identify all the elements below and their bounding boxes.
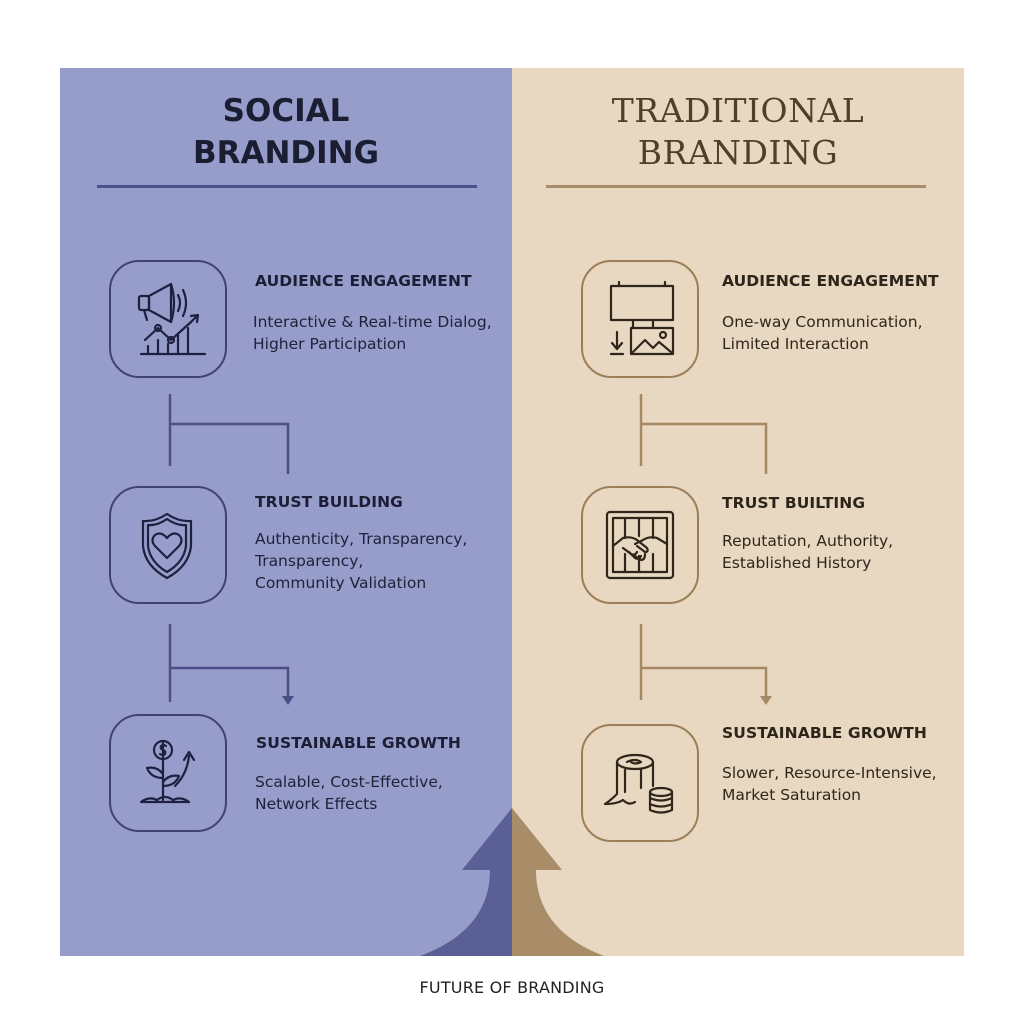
traditional-engagement-heading: AUDIENCE ENGAGEMENT: [722, 272, 939, 290]
traditional-branding-title: TRADITIONAL BRANDING: [512, 90, 964, 174]
traditional-trust-description: Reputation, Authority, Established Histo…: [722, 530, 893, 574]
social-title-divider: [97, 185, 477, 188]
social-engagement-heading: AUDIENCE ENGAGEMENT: [255, 272, 472, 290]
social-engagement-line1: Interactive & Real-time Dialog,: [253, 313, 492, 331]
billboard-icon: [609, 280, 675, 356]
tree-stump-coins-icon: [603, 753, 674, 814]
social-growth-line1: Scalable, Cost-Effective,: [255, 773, 443, 791]
megaphone-chart-icon: [137, 282, 207, 356]
social-engagement-description: Interactive & Real-time Dialog, Higher P…: [253, 311, 492, 355]
traditional-title-divider: [546, 185, 926, 188]
shield-heart-icon: [141, 512, 193, 580]
traditional-growth-line1: Slower, Resource-Intensive,: [722, 764, 937, 782]
traditional-trust-line2: Established History: [722, 554, 872, 572]
traditional-title-line1: TRADITIONAL: [611, 91, 865, 130]
traditional-engagement-line1: One-way Communication,: [722, 313, 923, 331]
traditional-growth-line2: Market Saturation: [722, 786, 862, 804]
traditional-growth-description: Slower, Resource-Intensive, Market Satur…: [722, 762, 937, 806]
traditional-trust-heading: TRUST BUILTING: [722, 494, 866, 512]
footer-caption: FUTURE OF BRANDING: [419, 978, 605, 997]
social-engagement-line2: Higher Participation: [253, 335, 407, 353]
traditional-trust-line1: Reputation, Authority,: [722, 532, 894, 550]
traditional-engagement-icon-box: [581, 260, 699, 378]
social-growth-icon-box: [109, 714, 227, 832]
social-engagement-icon-box: [109, 260, 227, 378]
traditional-trust-icon-box: [581, 486, 699, 604]
traditional-engagement-description: One-way Communication, Limited Interacti…: [722, 311, 923, 355]
social-growth-description: Scalable, Cost-Effective, Network Effect…: [255, 771, 443, 815]
social-title-line2: BRANDING: [192, 135, 380, 171]
social-trust-line3: Community Validation: [255, 574, 427, 592]
social-trust-heading: TRUST BUILDING: [255, 493, 403, 511]
social-trust-line1: Authenticity, Transparency,: [255, 530, 468, 548]
traditional-growth-heading: SUSTAINABLE GROWTH: [722, 724, 927, 742]
social-growth-line2: Network Effects: [255, 795, 378, 813]
social-branding-title: SOCIAL BRANDING: [60, 90, 512, 174]
social-growth-heading: SUSTAINABLE GROWTH: [256, 734, 461, 752]
traditional-branding-panel: TRADITIONAL BRANDING AUDIENCE ENGAGEMENT…: [512, 68, 964, 956]
traditional-engagement-line2: Limited Interaction: [722, 335, 869, 353]
traditional-title-line2: BRANDING: [637, 133, 839, 172]
plant-dollar-icon: [139, 739, 196, 804]
social-trust-description: Authenticity, Transparency, Transparency…: [255, 528, 467, 594]
social-title-line1: SOCIAL: [222, 93, 350, 129]
traditional-growth-icon-box: [581, 724, 699, 842]
handshake-icon: [605, 510, 675, 580]
social-branding-panel: SOCIAL BRANDING AUDIENCE ENGAGEMENT: [60, 68, 512, 956]
social-trust-line2: Transparency,: [255, 552, 364, 570]
social-trust-icon-box: [109, 486, 227, 604]
